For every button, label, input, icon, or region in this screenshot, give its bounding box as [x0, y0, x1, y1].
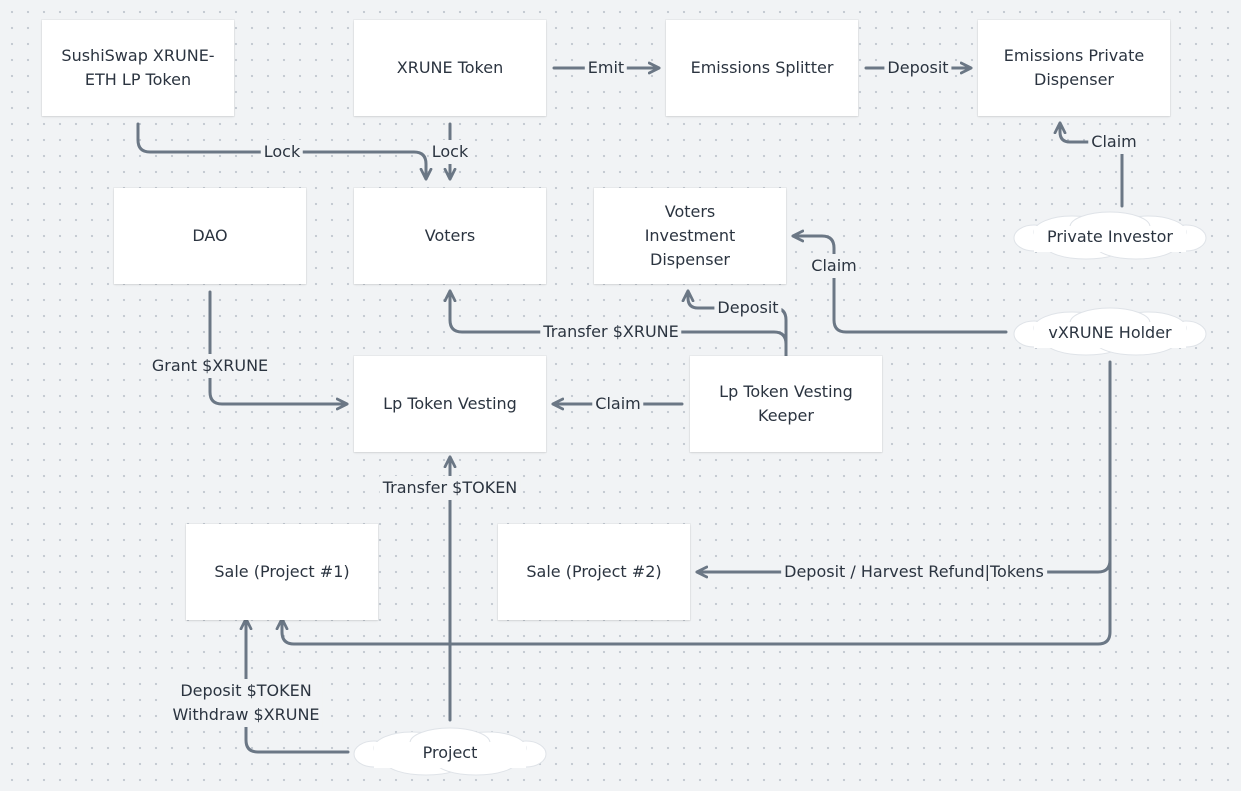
edge-deposit-withdraw: [246, 620, 350, 754]
xrune-token-label: XRUNE Token: [396, 58, 504, 77]
lp-token-vesting-keeper-label: Lp Token Vesting Keeper: [719, 382, 853, 425]
dao-label: DAO: [192, 226, 228, 245]
edge-label-emit: Emit: [584, 56, 628, 80]
emissions-splitter-node[interactable]: Emissions Splitter: [666, 20, 858, 116]
vxrune-holder-node[interactable]: vXRUNE Holder: [1012, 306, 1208, 358]
project-node[interactable]: Project: [352, 726, 548, 778]
lp-token-vesting-label: Lp Token Vesting: [383, 394, 517, 413]
edge-grant-xrune: [208, 290, 346, 404]
project-label: Project: [422, 742, 478, 762]
edge-vxrune-to-sale1: [282, 558, 1112, 646]
private-investor-node[interactable]: Private Investor: [1012, 210, 1208, 262]
edge-label-lock-xrune: Lock: [428, 140, 472, 164]
edge-label-claim-private: Claim: [1088, 130, 1140, 154]
cloud-shape: [1013, 307, 1207, 356]
sushiswap-lp-token-label: SushiSwap XRUNE-ETH LP Token: [61, 46, 215, 89]
sale-project-1-label: Sale (Project #1): [214, 562, 350, 581]
sale-project-2-label: Sale (Project #2): [526, 562, 662, 581]
lp-token-vesting-node[interactable]: Lp Token Vesting: [354, 356, 546, 452]
vxrune-holder-label: vXRUNE Holder: [1048, 322, 1172, 342]
emissions-splitter-label: Emissions Splitter: [690, 58, 834, 77]
emissions-private-dispenser-node[interactable]: Emissions Private Dispenser: [978, 20, 1170, 116]
edge-label-deposit-withdraw: Deposit $TOKEN Withdraw $XRUNE: [169, 679, 323, 727]
edge-label-transfer-token: Transfer $TOKEN: [379, 476, 521, 500]
edge-label-deposit-keeper: Deposit: [714, 296, 782, 320]
private-investor-label: Private Investor: [1046, 226, 1173, 246]
lp-token-vesting-keeper-node[interactable]: Lp Token Vesting Keeper: [690, 356, 882, 452]
voters-node[interactable]: Voters: [354, 188, 546, 284]
voters-investment-dispenser-node[interactable]: Voters Investment Dispenser: [594, 188, 786, 284]
edge-claim-vxrune: [794, 236, 1008, 334]
emissions-private-dispenser-label: Emissions Private Dispenser: [1003, 46, 1145, 89]
dao-node[interactable]: DAO: [114, 188, 306, 284]
cloud-shape: [1013, 211, 1207, 260]
xrune-token-node[interactable]: XRUNE Token: [354, 20, 546, 116]
sale-project-1-node[interactable]: Sale (Project #1): [186, 524, 378, 620]
edge-label-claim-keeper: Claim: [592, 392, 644, 416]
sushiswap-lp-token-node[interactable]: SushiSwap XRUNE-ETH LP Token: [42, 20, 234, 116]
voters-label: Voters: [424, 226, 476, 245]
edge-label-deposit-harvest: Deposit / Harvest Refund|Tokens: [781, 560, 1047, 584]
sale-project-2-node[interactable]: Sale (Project #2): [498, 524, 690, 620]
edge-label-withdraw-xrune: Withdraw $XRUNE: [172, 705, 320, 724]
edge-label-claim-vxrune: Claim: [808, 254, 860, 278]
voters-investment-dispenser-label: Voters Investment Dispenser: [644, 202, 736, 269]
edge-label-lock-lp: Lock: [260, 140, 304, 164]
edge-label-grant-xrune: Grant $XRUNE: [148, 354, 272, 378]
edge-label-deposit-token: Deposit $TOKEN: [180, 681, 312, 700]
edge-label-deposit-splitter: Deposit: [884, 56, 952, 80]
edge-label-transfer-xrune: Transfer $XRUNE: [540, 320, 682, 344]
cloud-shape: [353, 727, 547, 776]
